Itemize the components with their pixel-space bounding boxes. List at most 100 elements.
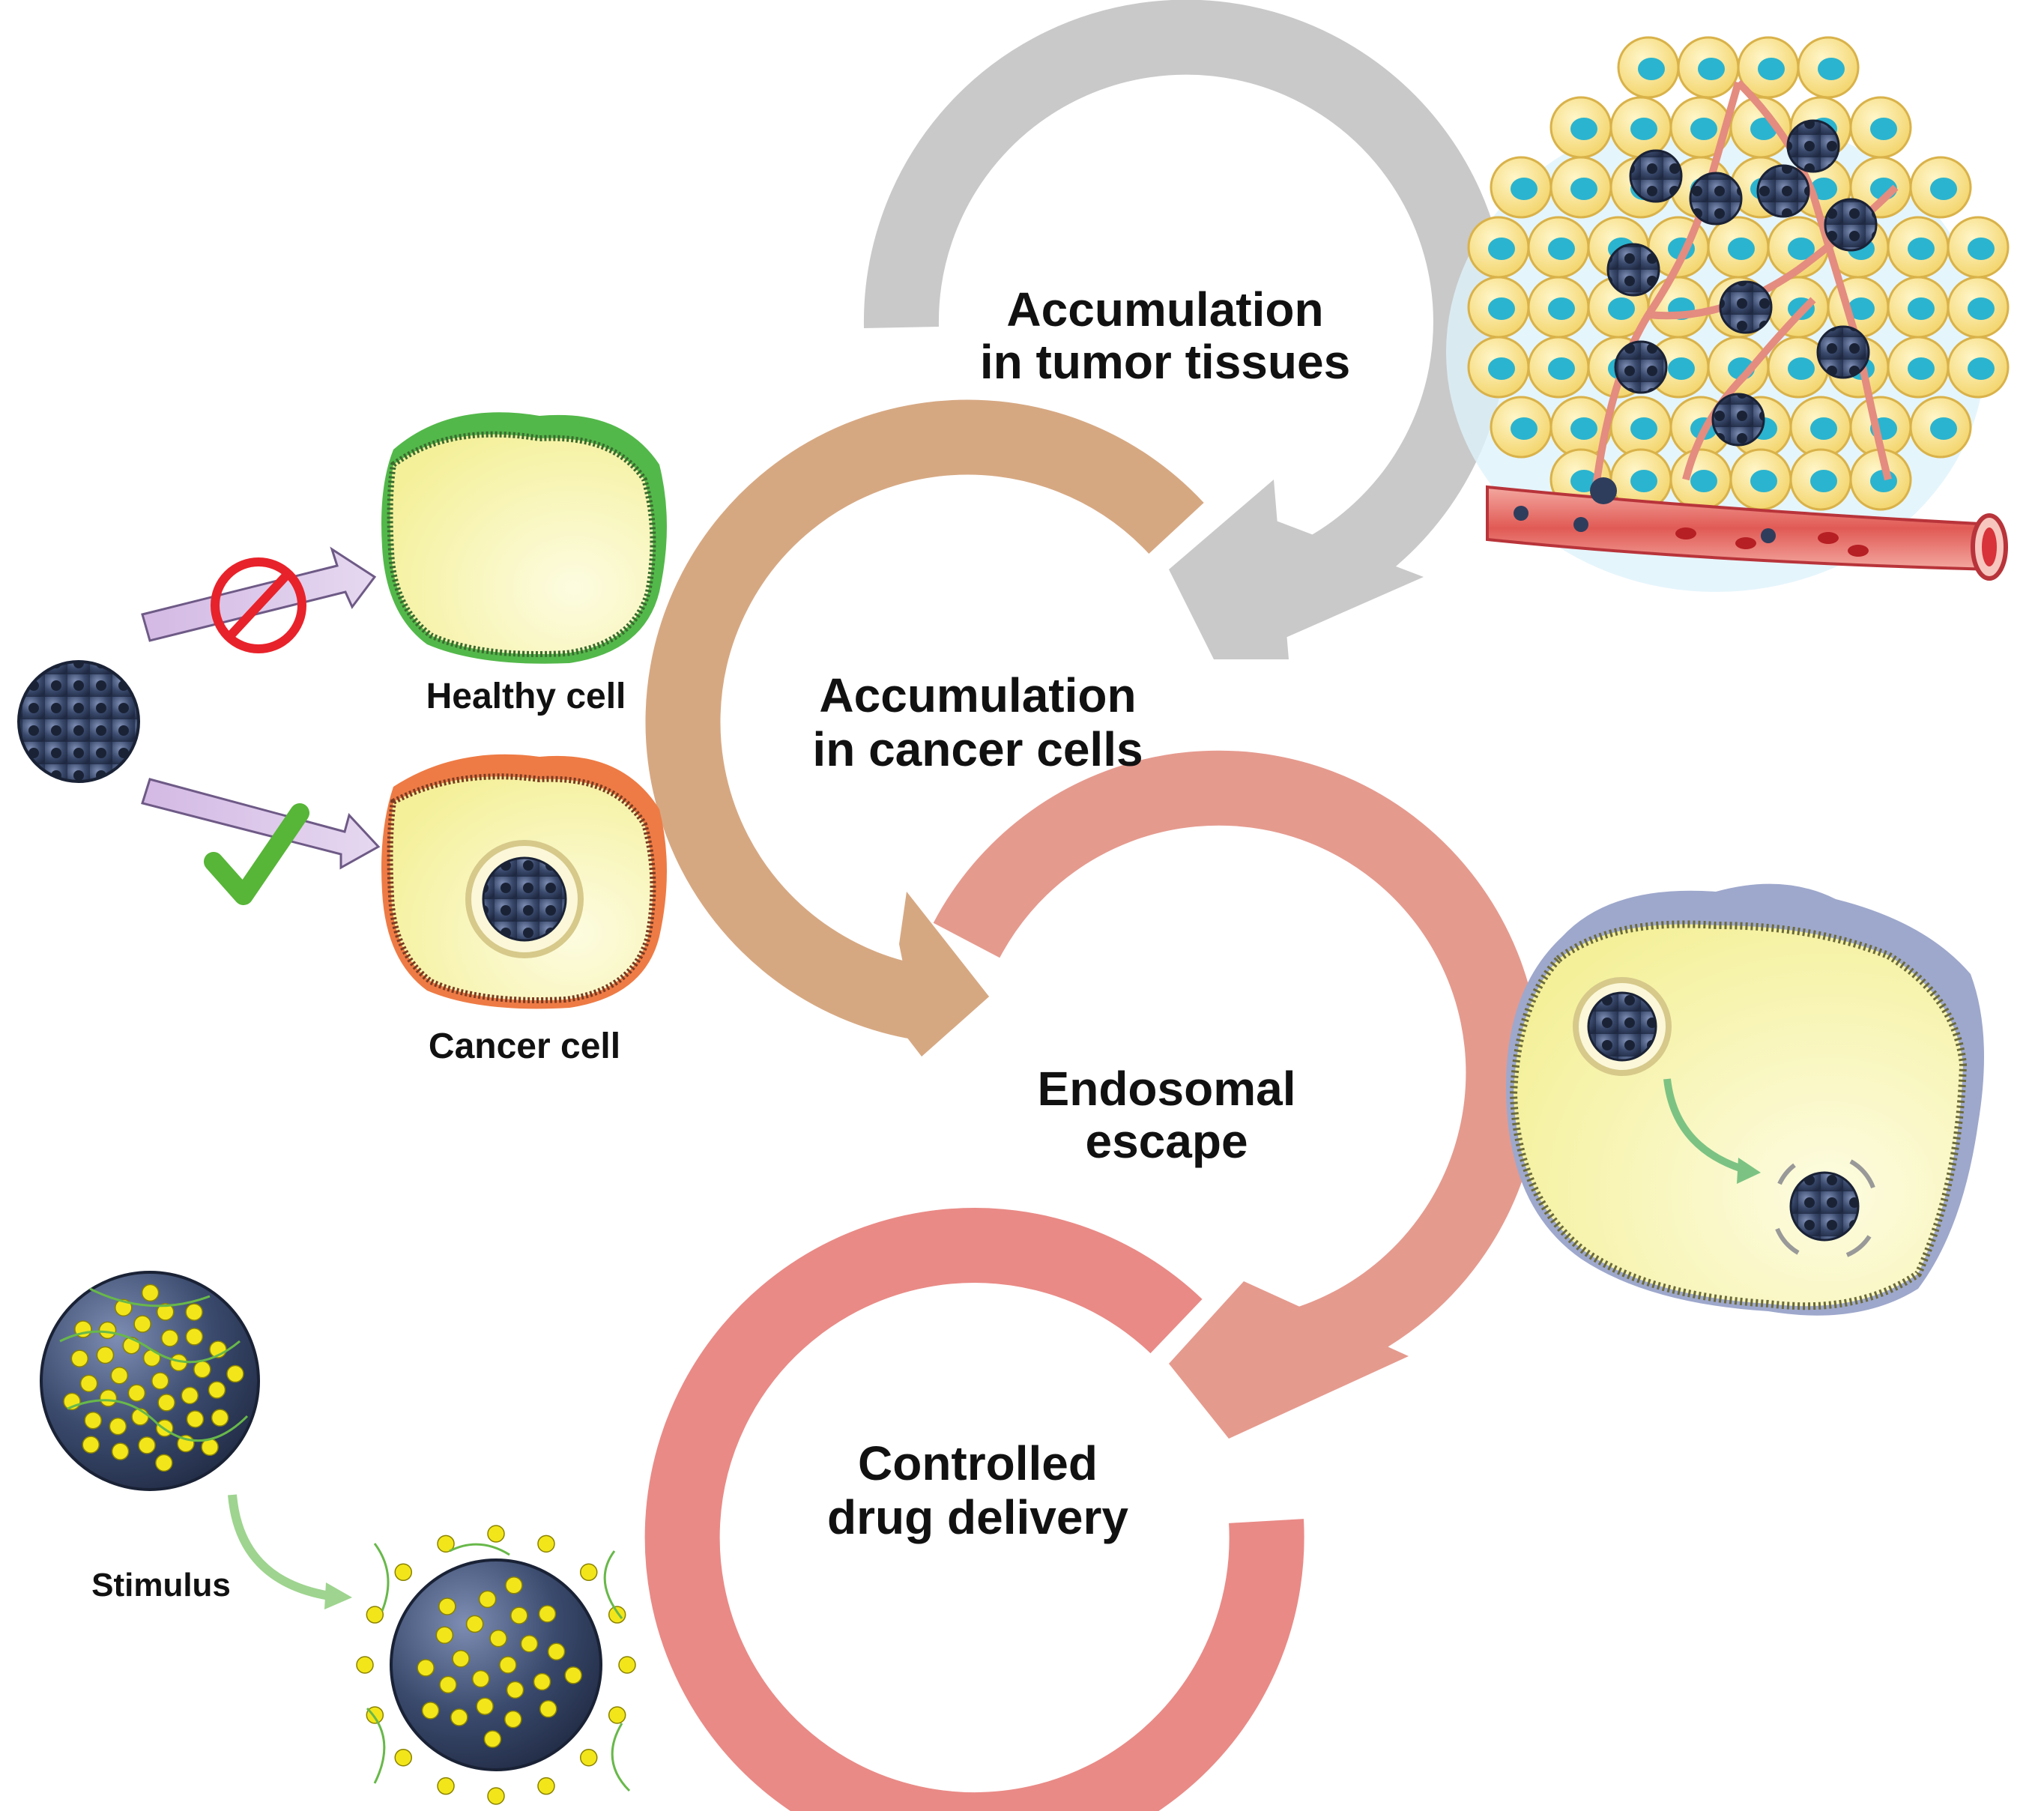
tumor-cell [1887,276,1950,339]
cancer-cell [381,754,667,1009]
drug-molecule [185,1303,203,1321]
stimulus-label: Stimulus [91,1567,231,1603]
endosomal-escape-cell [1506,883,1984,1316]
drug-molecule [533,1672,551,1691]
prohibited-icon [211,557,306,653]
released-drug-molecule [366,1606,384,1624]
drug-molecule [82,1436,100,1454]
step-2-label: Accumulation in cancer cells [812,668,1143,776]
tumor-cell [1947,276,2010,339]
tumor-nanoparticle [1629,149,1683,203]
tumor-cell [1467,336,1530,399]
healthy-cell [381,412,667,664]
drug-molecule [504,1710,522,1729]
tumor-cells [1467,36,2010,511]
released-drug-molecule [394,1563,413,1582]
drug-molecule [547,1642,566,1661]
drug-molecule [520,1634,539,1653]
drug-molecule [99,1389,118,1407]
step-4-line1: Controlled [858,1436,1098,1490]
drug-molecule [538,1605,557,1623]
tumor-cell [1887,216,1950,279]
tumor-cell [1887,336,1950,399]
released-drug-molecule [394,1748,413,1767]
drug-molecule [157,1394,175,1412]
drug-molecule [450,1708,468,1726]
tumor-cell [1707,336,1770,399]
drug-molecule [452,1649,470,1668]
tumor-cell [1849,156,1912,219]
drug-molecule [109,1417,127,1436]
drug-molecule [96,1346,115,1364]
tumor-cell [1947,336,2010,399]
drug-molecule [84,1411,102,1430]
tumor-nanoparticle [1711,393,1765,447]
drug-molecule [471,1669,490,1688]
tumor-nanoparticle [1689,172,1743,226]
released-drug-molecule [579,1563,598,1582]
tumor-cell [1669,448,1732,511]
drug-molecule [181,1386,199,1405]
drug-molecule [489,1629,507,1648]
tumor-tissue [1446,36,2010,592]
drug-molecule [226,1364,244,1383]
drug-molecule [186,1410,205,1428]
tumor-cell [1909,156,1972,219]
released-nanoparticle [356,1525,636,1805]
drug-molecule [138,1436,156,1454]
arrow-accumulation-tumor [863,0,1508,659]
released-drug-molecule [437,1535,455,1553]
tumor-cell [1549,156,1612,219]
tumor-cell [1789,396,1852,459]
released-drug-molecule [356,1656,374,1674]
drug-molecule [127,1384,146,1402]
released-drug-molecule [437,1777,455,1795]
drug-molecule [98,1321,117,1340]
tumor-nanoparticle [1606,243,1660,297]
drug-molecule [208,1381,226,1399]
checkmark-icon [204,803,309,905]
drug-molecules-loaded [63,1284,244,1472]
tumor-nanoparticle [1816,325,1870,379]
tumor-cell [1609,96,1672,159]
drug-molecule [564,1666,582,1684]
tumor-cell [1729,448,1792,511]
blood-vessel [1486,477,2008,581]
drug-molecule [438,1597,456,1615]
step-4-label: Controlled drug delivery [827,1436,1128,1544]
drug-molecule [211,1409,229,1427]
tumor-nanoparticles [1606,119,1878,447]
drug-molecule [421,1702,440,1720]
tumor-cell [1527,216,1590,279]
tumor-cell [1797,36,1860,99]
drug-molecule [465,1615,484,1633]
drug-molecule [160,1329,179,1347]
cancer-cell-label: Cancer cell [429,1027,620,1066]
step-1-line1: Accumulation [1006,282,1323,336]
tumor-cell [1947,216,2010,279]
step-3-label: Endosomal escape [1038,1062,1296,1168]
released-drug-molecule [537,1777,555,1795]
released-drug-molecule [487,1787,505,1805]
tumor-nanoparticle [1719,280,1773,334]
tumor-cell [1609,396,1672,459]
drug-molecule [151,1372,169,1390]
drug-molecules-released [356,1525,636,1805]
tumor-cell [1549,96,1612,159]
step-4-line2: drug delivery [827,1490,1128,1544]
tumor-cell [1467,276,1530,339]
tumor-cell [1789,448,1852,511]
drug-molecule [155,1454,173,1472]
arrow-to-cancer-cell [141,778,381,870]
drug-molecule [79,1374,98,1393]
released-drug-molecule [618,1656,636,1674]
drug-molecule [506,1681,524,1699]
drug-molecule [499,1656,517,1674]
step-1-label: Accumulation in tumor tissues [980,282,1350,389]
drug-molecule [476,1697,494,1716]
drug-molecule [133,1315,151,1333]
drug-molecule [417,1659,435,1677]
tumor-cell [1490,156,1552,219]
drug-molecule [185,1328,204,1346]
tumor-nanoparticle [1614,340,1668,394]
